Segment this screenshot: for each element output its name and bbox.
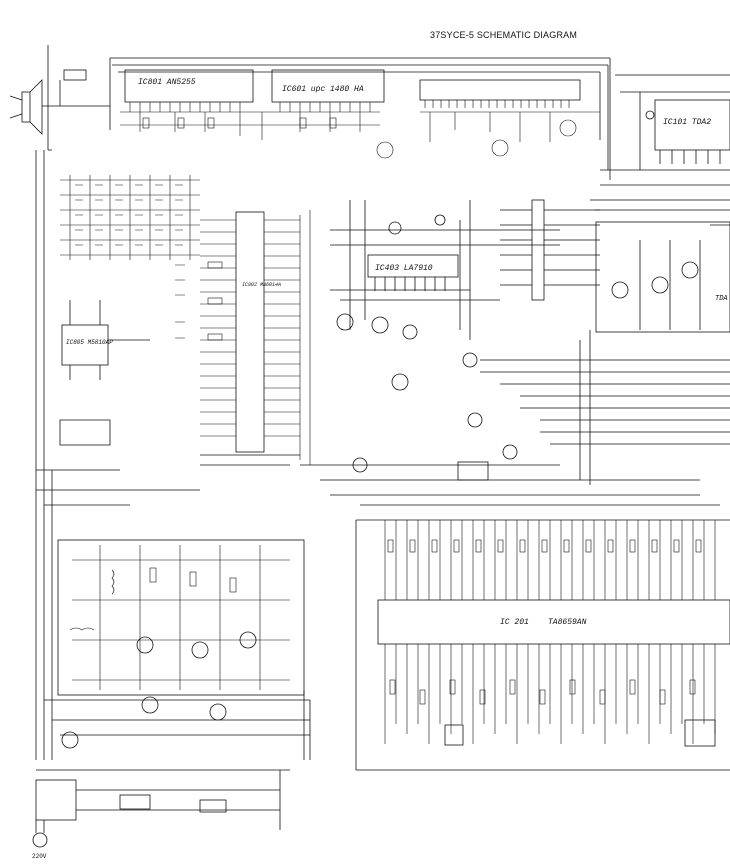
ic802-label: IC802 MN6014A — [242, 282, 281, 288]
ic-top-right-box — [419, 79, 581, 101]
tda-label: TDA — [715, 295, 728, 303]
ic201-label: IC 201 — [500, 618, 529, 627]
ic802-box — [235, 211, 265, 453]
ic403-label: IC403 LA7910 — [375, 264, 433, 273]
speaker-symbol — [9, 79, 43, 135]
mains-plug — [32, 832, 48, 848]
ic801-label: IC801 AN5255 — [138, 78, 196, 87]
ic801-box — [124, 69, 254, 103]
ic403-box — [367, 254, 459, 278]
ic201-box — [377, 599, 730, 645]
ic201-part-label: TA8659AN — [548, 618, 587, 627]
ic601-label: IC601 upc 1480 HA — [282, 85, 364, 94]
ic101-box — [654, 99, 730, 151]
ic101-label: IC101 TDA2 — [663, 118, 711, 127]
key-matrix — [60, 175, 200, 260]
ic805-box — [61, 324, 109, 366]
mains-voltage-label: 220V — [32, 853, 47, 860]
power-supply-box — [57, 539, 305, 696]
diagram-title: 37SYCE-5 SCHEMATIC DIAGRAM — [430, 30, 578, 40]
earphone-jack — [63, 69, 87, 81]
ic601-box — [271, 69, 385, 103]
right-module-box — [595, 221, 730, 333]
ic805-label: IC805 M5810AP — [66, 339, 113, 346]
connector-strip — [531, 199, 545, 301]
